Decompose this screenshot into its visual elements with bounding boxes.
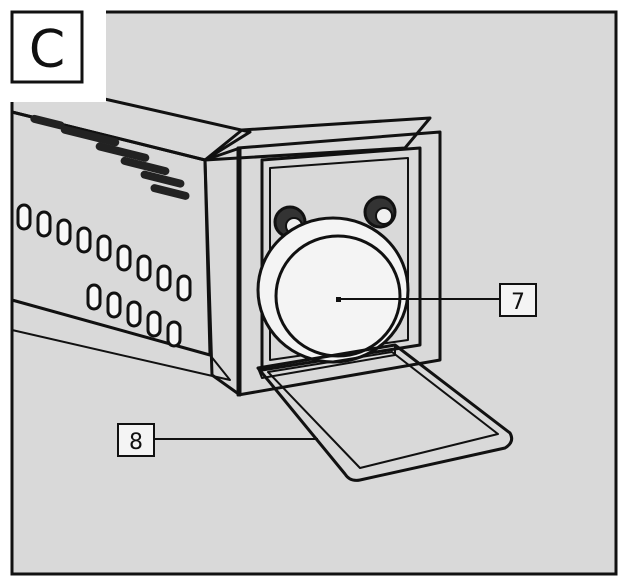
callout-8-box: [117, 423, 155, 457]
callout-7-label: 7: [511, 290, 525, 315]
callout-7-box: [499, 283, 537, 317]
callout-8-label: 8: [129, 430, 143, 455]
knob-right: [363, 195, 397, 229]
panel-label: C: [6, 6, 106, 102]
side-vent-slots: [16, 203, 192, 348]
panel-letter: C: [29, 20, 65, 80]
panel-letter-box: [10, 10, 84, 84]
top-vent-slots: [30, 114, 190, 200]
callout-7-dot: [336, 297, 341, 302]
callout-7: 7: [341, 283, 537, 317]
callout-8: 8: [117, 423, 318, 457]
circular-filter: [256, 216, 410, 364]
flap-tray: [256, 343, 514, 482]
